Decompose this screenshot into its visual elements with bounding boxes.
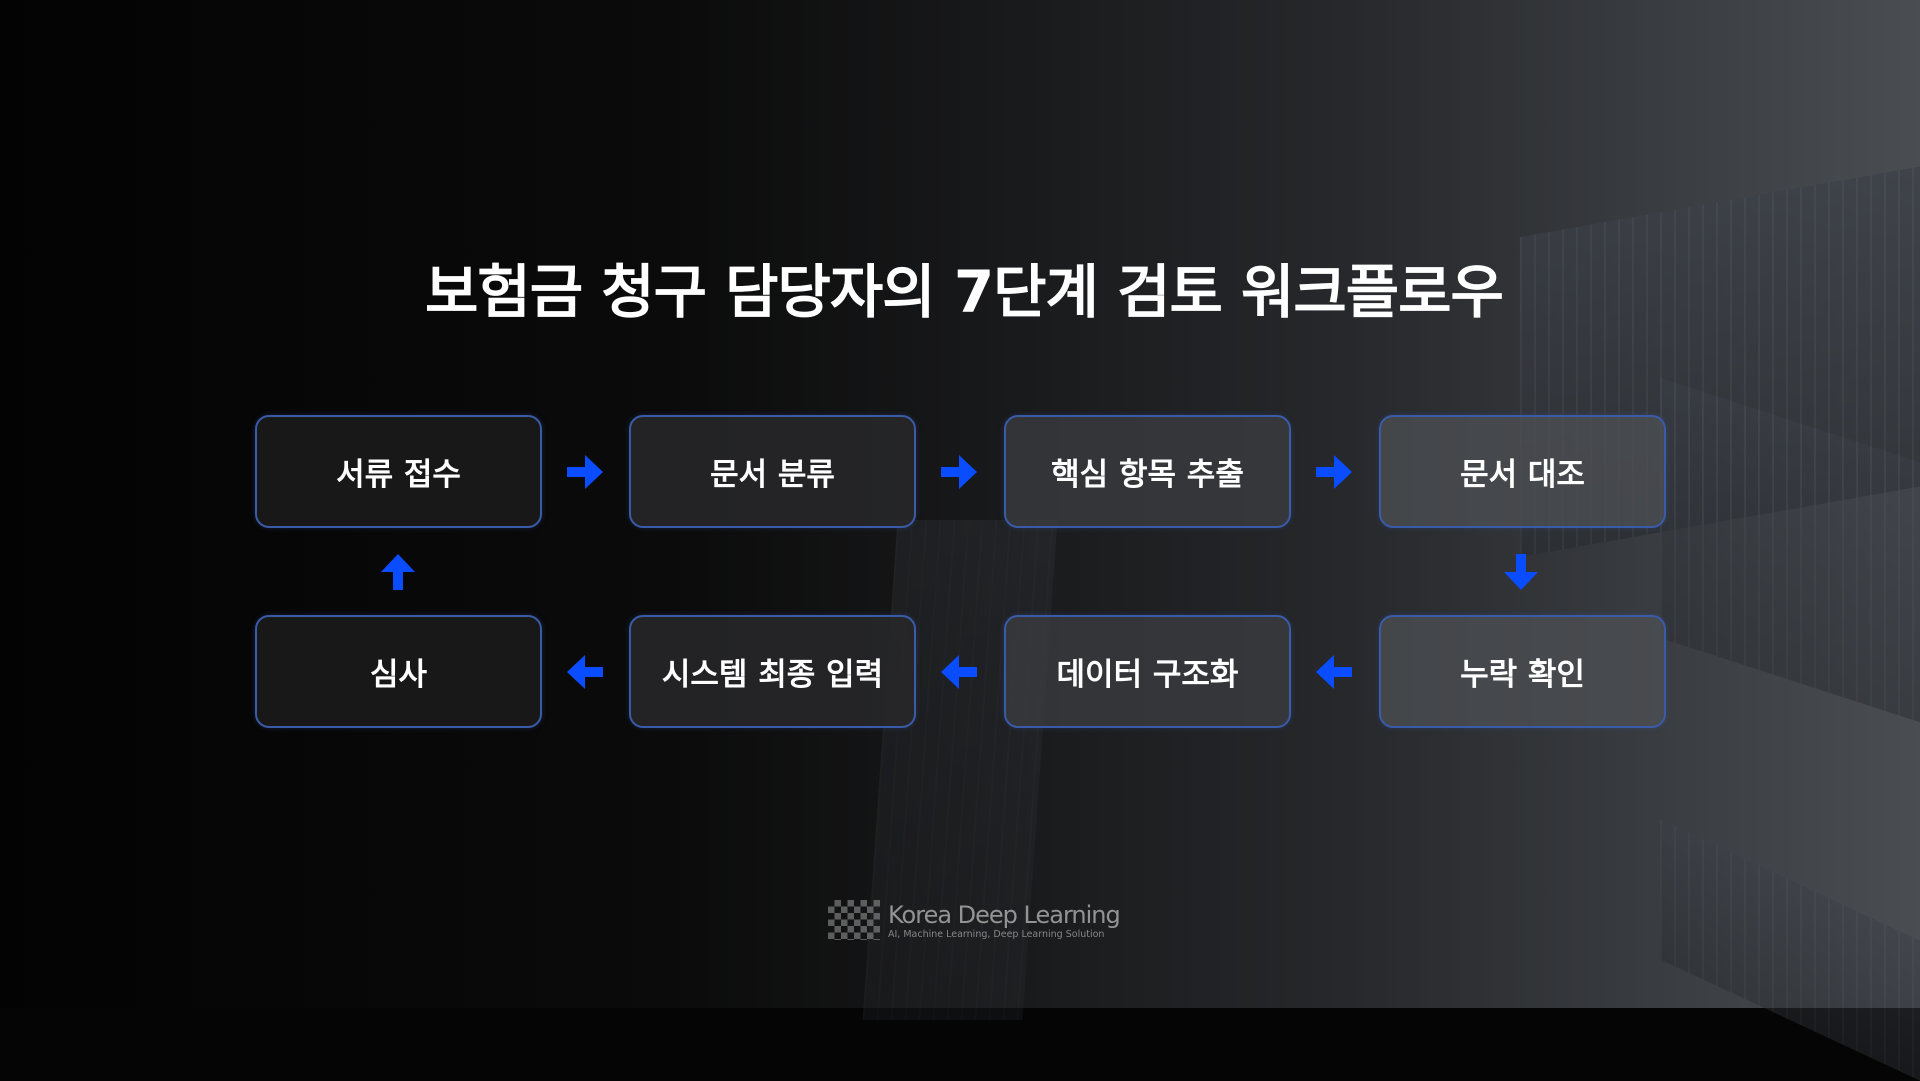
arrow-right-icon bbox=[1316, 455, 1352, 489]
step-box-7: 시스템 최종 입력 bbox=[629, 615, 916, 728]
step-box-4: 문서 대조 bbox=[1379, 415, 1666, 528]
step-box-5: 누락 확인 bbox=[1379, 615, 1666, 728]
arrow-left-icon bbox=[1316, 655, 1352, 689]
slide-title: 보험금 청구 담당자의 7단계 검토 워크플로우 bbox=[425, 258, 1504, 326]
step-box-6: 데이터 구조화 bbox=[1004, 615, 1291, 728]
arrow-down-icon bbox=[1504, 554, 1538, 590]
step-box-2: 문서 분류 bbox=[629, 415, 916, 528]
logo-tagline: AI, Machine Learning, Deep Learning Solu… bbox=[888, 928, 1105, 940]
arrow-left-icon bbox=[941, 655, 977, 689]
step-box-3: 핵심 항목 추출 bbox=[1004, 415, 1291, 528]
arrow-right-icon bbox=[567, 455, 603, 489]
arrow-left-icon bbox=[567, 655, 603, 689]
logo-mark-icon bbox=[828, 900, 880, 940]
arrow-up-icon bbox=[381, 554, 415, 590]
step-box-1: 서류 접수 bbox=[255, 415, 542, 528]
step-box-8: 심사 bbox=[255, 615, 542, 728]
arrow-right-icon bbox=[941, 455, 977, 489]
logo-name: Korea Deep Learning bbox=[888, 900, 1121, 929]
company-logo: Korea Deep Learning AI, Machine Learning… bbox=[828, 900, 1121, 940]
